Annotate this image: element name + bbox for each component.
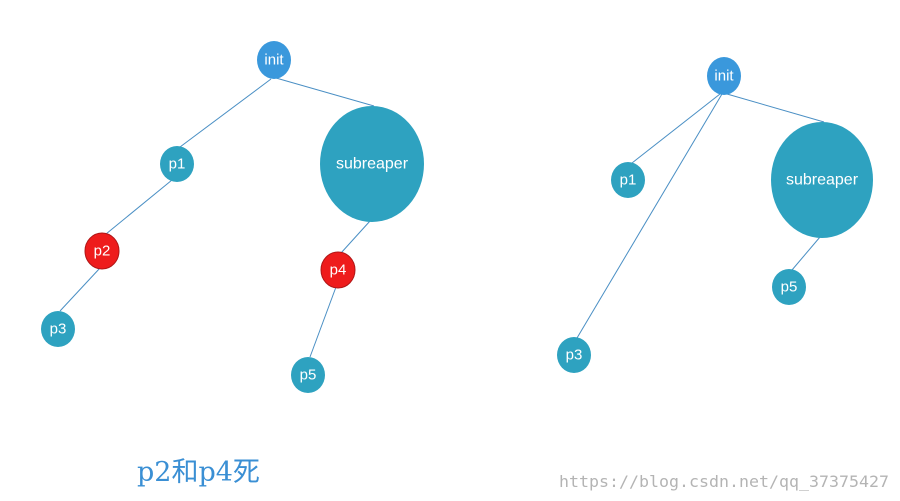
edge-init-p1 bbox=[631, 93, 721, 164]
node-p3-label: p3 bbox=[50, 321, 67, 338]
right-tree: init subreaper p1 p3 p5 bbox=[557, 57, 873, 373]
node-p3-shape bbox=[41, 311, 75, 347]
edge-p4-p5 bbox=[309, 286, 337, 358]
edge-init-p1 bbox=[179, 78, 272, 148]
node-p5: p5 bbox=[772, 269, 806, 305]
node-p3-label: p3 bbox=[566, 347, 583, 364]
node-subreaper-label: subreaper bbox=[336, 156, 409, 173]
diagram-caption: p2和p4死 bbox=[137, 457, 260, 488]
node-p1-label: p1 bbox=[620, 172, 637, 189]
node-p5-label: p5 bbox=[300, 367, 317, 384]
edge-subreaper-p5 bbox=[791, 236, 821, 271]
edge-p2-p3 bbox=[59, 267, 101, 312]
node-p1: p1 bbox=[611, 162, 645, 198]
node-subreaper-shape bbox=[771, 122, 873, 238]
node-p2-label: p2 bbox=[94, 243, 111, 260]
node-p2: p2 bbox=[84, 232, 120, 270]
node-p4-label: p4 bbox=[330, 262, 347, 279]
node-p3: p3 bbox=[557, 337, 591, 373]
node-init: init bbox=[257, 41, 291, 79]
node-p2-shape bbox=[84, 232, 120, 270]
edge-subreaper-p4 bbox=[340, 220, 371, 254]
node-p5: p5 bbox=[291, 357, 325, 393]
edge-init-subreaper bbox=[275, 77, 375, 107]
node-init-shape bbox=[707, 57, 741, 95]
node-init-shape bbox=[257, 41, 291, 79]
node-init: init bbox=[707, 57, 741, 95]
node-p1-shape bbox=[160, 146, 194, 182]
node-subreaper-shape bbox=[320, 106, 424, 222]
node-subreaper: subreaper bbox=[320, 106, 424, 222]
node-p3-shape bbox=[557, 337, 591, 373]
edge-init-subreaper bbox=[726, 93, 825, 123]
node-p1: p1 bbox=[160, 146, 194, 182]
edge-init-p3 bbox=[576, 93, 723, 339]
node-p5-shape bbox=[772, 269, 806, 305]
watermark-text: https://blog.csdn.net/qq_37375427 bbox=[559, 472, 889, 491]
node-p1-shape bbox=[611, 162, 645, 198]
node-subreaper-label: subreaper bbox=[786, 172, 859, 189]
node-init-label: init bbox=[714, 68, 734, 85]
node-init-label: init bbox=[264, 52, 284, 69]
node-p4: p4 bbox=[320, 251, 356, 289]
node-subreaper: subreaper bbox=[771, 122, 873, 238]
left-tree: init subreaper p1 p2 p3 p4 p5 bbox=[41, 41, 424, 393]
node-p5-shape bbox=[291, 357, 325, 393]
node-p1-label: p1 bbox=[169, 156, 186, 173]
node-p3: p3 bbox=[41, 311, 75, 347]
edge-p1-p2 bbox=[105, 179, 173, 235]
node-p4-shape bbox=[320, 251, 356, 289]
node-p5-label: p5 bbox=[781, 279, 798, 296]
